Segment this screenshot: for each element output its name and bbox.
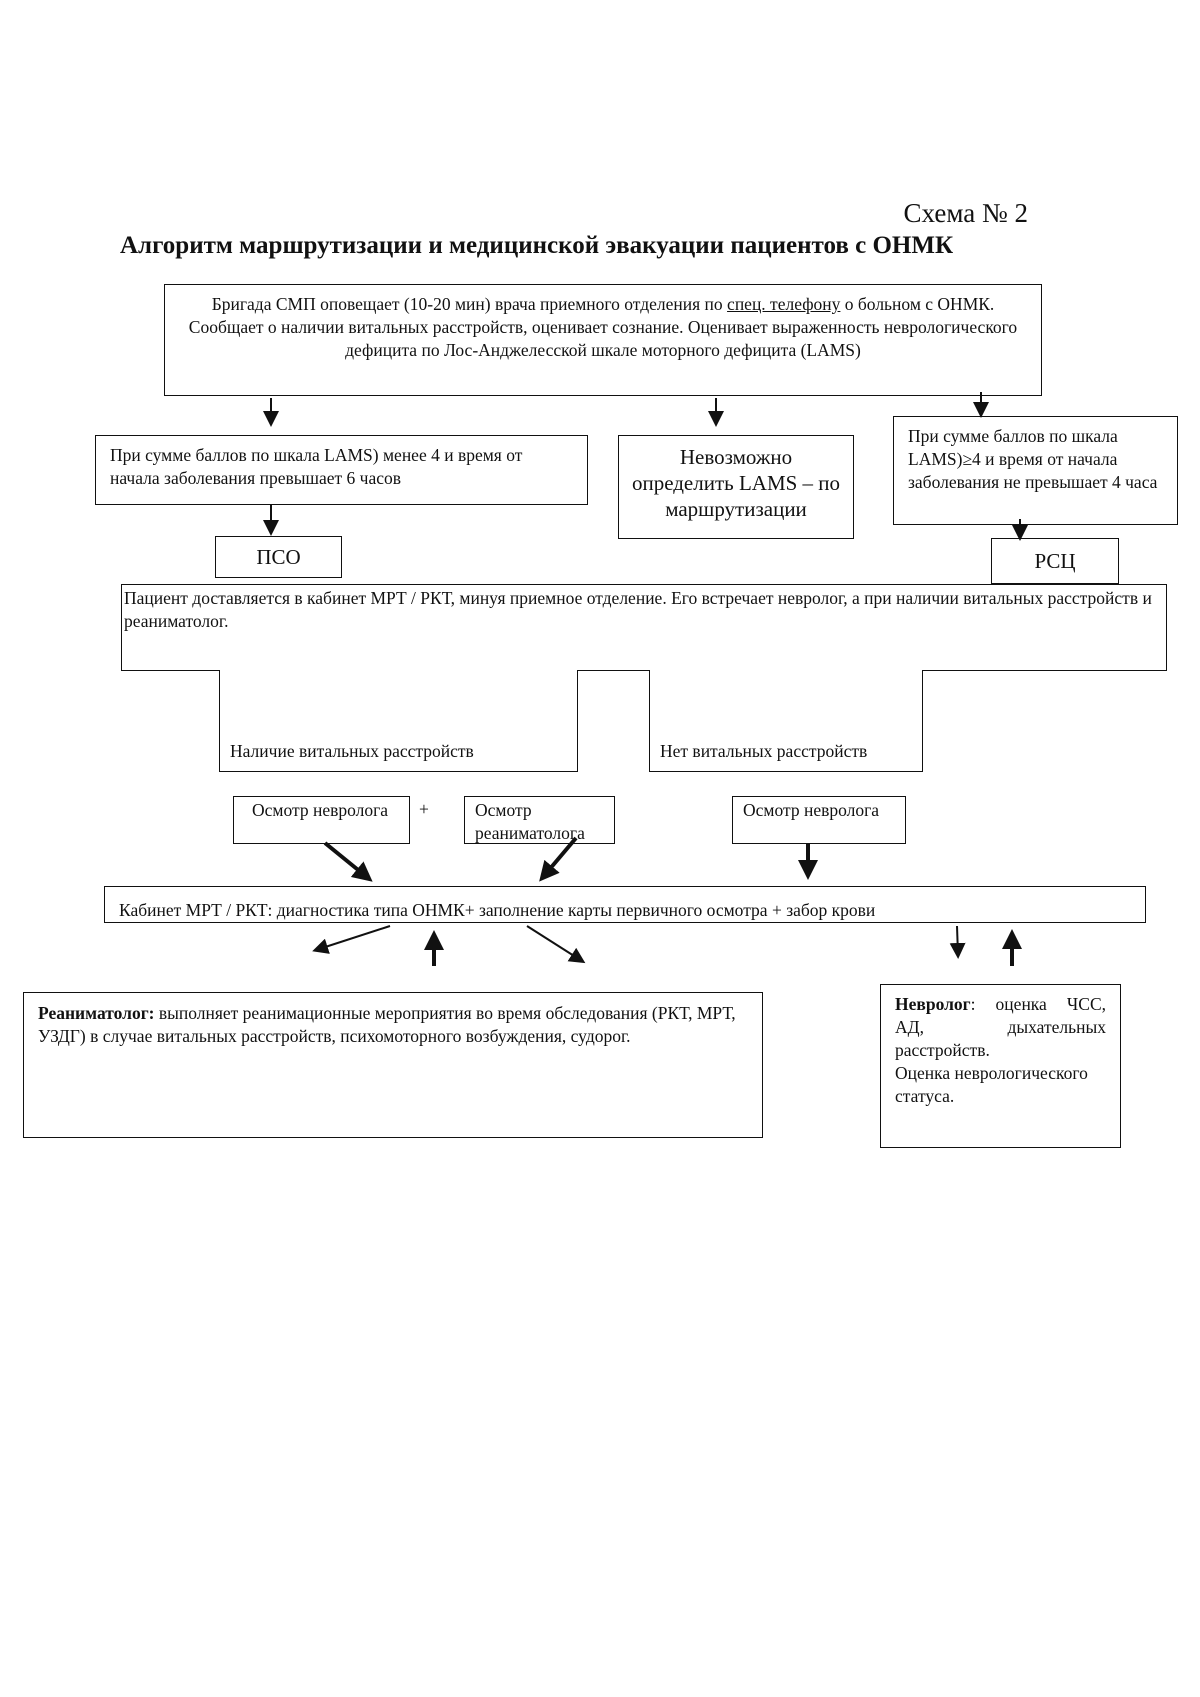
lams-unknown-box: Невозможно определить LAMS – по маршрути… (618, 435, 854, 539)
plus-sign: + (419, 799, 429, 819)
reanimatologist-text: выполняет реанимационные мероприятия во … (38, 1003, 736, 1046)
mri-diagnostics-box: Кабинет МРТ / РКТ: диагностика типа ОНМК… (104, 886, 1146, 923)
rsc-label: РСЦ (1034, 549, 1076, 573)
neurologist-status-text: Оценка неврологического статуса. (895, 1063, 1088, 1106)
lams-high-text: При сумме баллов по шкала LAMS)≥4 и врем… (908, 426, 1158, 492)
exam-neurologist-box-2: Осмотр невролога (732, 796, 906, 844)
pso-box: ПСО (215, 536, 342, 578)
arrow-reanim-to-mri (539, 836, 578, 882)
exam-reanimatologist-box: Осмотр реаниматолога (464, 796, 615, 844)
smp-text-before: Бригада СМП оповещает (10-20 мин) врача … (211, 294, 728, 314)
reanimatologist-duties-box: Реаниматолог: выполняет реанимационные м… (23, 992, 763, 1138)
neurologist-heading: Невролог (895, 994, 971, 1014)
page-title: Алгоритм маршрутизации и медицинской эва… (120, 232, 954, 259)
lams-unknown-text: Невозможно определить LAMS – по маршрути… (631, 445, 841, 521)
lams-low-text: При сумме баллов по шкала LAMS) менее 4 … (110, 445, 523, 488)
arrow-mri-to-neurologist (949, 925, 966, 959)
pso-label: ПСО (256, 545, 301, 569)
reanimatologist-heading: Реаниматолог: (38, 1003, 155, 1023)
exam-neurologist-text-2: Осмотр невролога (743, 800, 880, 820)
smp-notification-box: Бригада СМП оповещает (10-20 мин) врача … (164, 284, 1042, 396)
neurologist-text: : оценка ЧСС, АД, дыхательных расстройст… (895, 994, 1106, 1060)
vital-disorders-absent-box: Нет витальных расстройств (649, 670, 923, 772)
special-phone-link: спец. телефону (727, 294, 841, 314)
arrow-neuro1-to-mri (323, 841, 373, 882)
exam-neurologist-box-1: Осмотр невролога (233, 796, 410, 844)
vital-disorders-absent-text: Нет витальных расстройств (660, 741, 868, 761)
mri-diagnostics-text: Кабинет МРТ / РКТ: диагностика типа ОНМК… (119, 900, 876, 920)
neurologist-first-line: Невролог: оценка ЧСС, АД, дыхательных ра… (895, 993, 1106, 1062)
exam-reanimatologist-text: Осмотр реаниматолога (475, 800, 585, 843)
patient-delivery-box: Пациент доставляется в кабинет МРТ / РКТ… (121, 584, 1167, 671)
scheme-number: Схема № 2 (903, 198, 1028, 228)
vital-disorders-present-box: Наличие витальных расстройств (219, 670, 578, 772)
exam-neurologist-text-1: Осмотр невролога (252, 800, 389, 820)
arrow-mri-down-left (312, 925, 391, 954)
vital-disorders-present-text: Наличие витальных расстройств (230, 741, 474, 761)
lams-high-box: При сумме баллов по шкала LAMS)≥4 и врем… (893, 416, 1178, 525)
arrow-mri-down-right (526, 925, 586, 964)
rsc-box: РСЦ (991, 538, 1119, 584)
smp-text-after: о больном с ОНМК. Сообщает о наличии вит… (188, 294, 1018, 360)
patient-delivery-text: Пациент доставляется в кабинет МРТ / РКТ… (124, 588, 1152, 631)
neurologist-duties-box: Невролог: оценка ЧСС, АД, дыхательных ра… (880, 984, 1121, 1148)
lams-low-box: При сумме баллов по шкала LAMS) менее 4 … (95, 435, 588, 505)
